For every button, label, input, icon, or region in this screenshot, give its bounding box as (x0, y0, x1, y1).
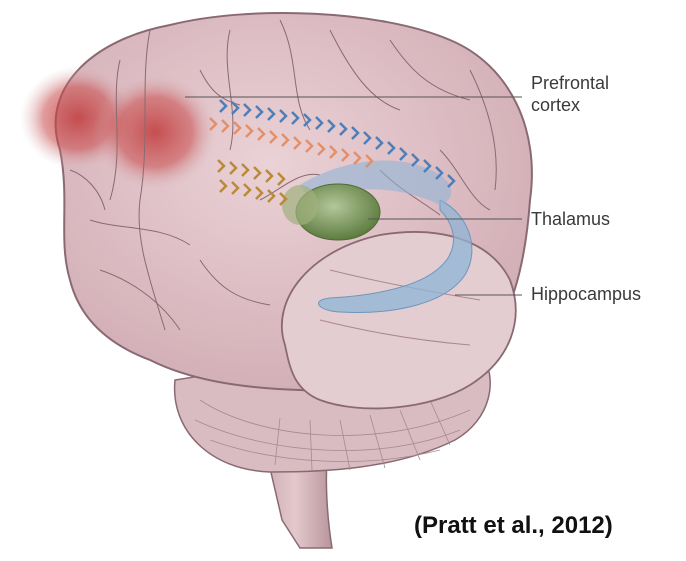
label-hippocampus: Hippocampus (531, 283, 641, 305)
label-prefrontal-cortex: Prefrontal cortex (531, 72, 651, 116)
thalamus-shape-back (282, 185, 318, 225)
label-prefrontal-line2: cortex (531, 94, 651, 116)
label-thalamus: Thalamus (531, 208, 610, 230)
pfc-highlight-right (93, 74, 217, 190)
citation: (Pratt et al., 2012) (414, 512, 613, 540)
label-prefrontal-line1: Prefrontal (531, 72, 651, 94)
